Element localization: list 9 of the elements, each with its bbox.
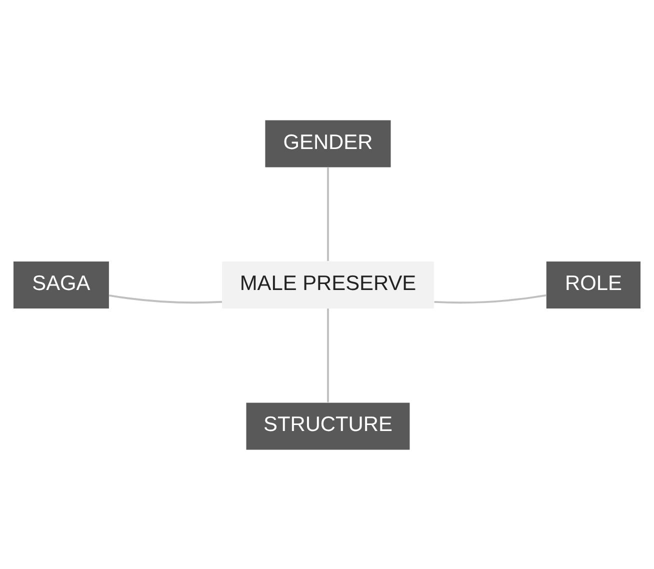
connector bbox=[327, 308, 329, 402]
connector bbox=[327, 166, 329, 261]
node-box: SAGA bbox=[13, 260, 109, 308]
node-box: GENDER bbox=[265, 120, 391, 167]
node-box: MALE PRESERVE bbox=[222, 260, 434, 308]
connector bbox=[434, 294, 546, 304]
node-box: STRUCTURE bbox=[246, 402, 410, 450]
node-box: ROLE bbox=[546, 260, 641, 308]
connector bbox=[109, 294, 222, 304]
